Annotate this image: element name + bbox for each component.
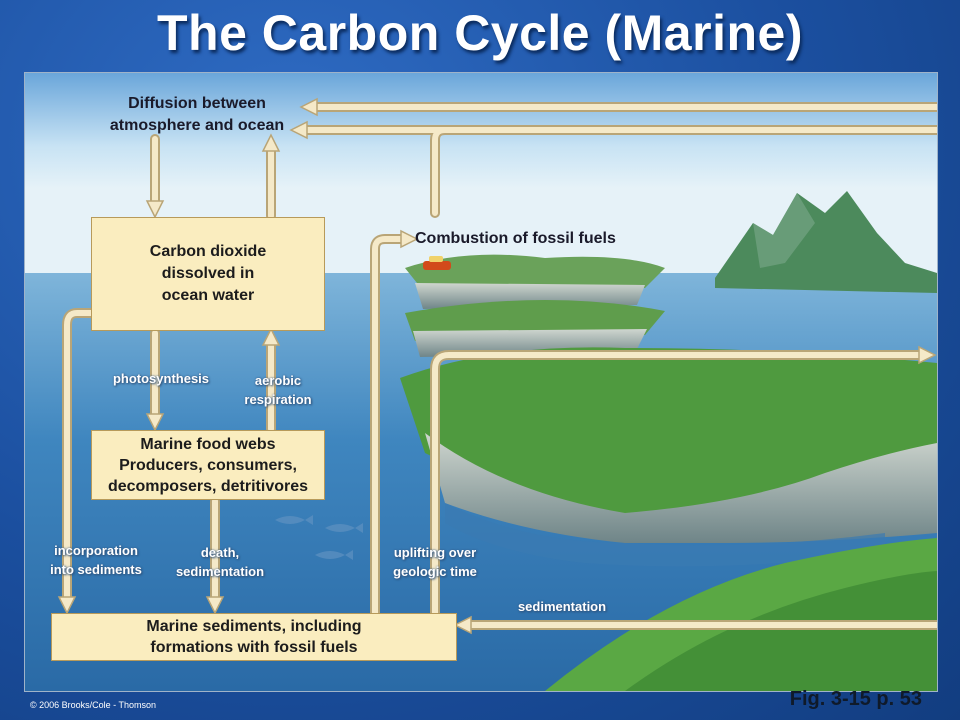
- mountain-island: [715, 191, 937, 293]
- scene-illustration: [25, 73, 937, 691]
- slide-title: The Carbon Cycle (Marine): [157, 5, 803, 61]
- plateau-island: [400, 347, 937, 523]
- marine-sediments-box: Marine sediments, including formations w…: [51, 613, 457, 661]
- aerobic-respiration-label: aerobic respiration: [244, 373, 312, 407]
- sedimentation-label: sedimentation: [517, 599, 607, 614]
- diffusion-label: Diffusion between atmosphere and ocean: [109, 95, 285, 134]
- marine-food-webs-text: Marine food webs Producers, consumers, d…: [107, 435, 309, 495]
- copyright-credit: © 2006 Brooks/Cole - Thomson: [30, 700, 157, 710]
- fish: [275, 515, 313, 525]
- figure-reference: Fig. 3-15 p. 53: [789, 688, 922, 710]
- combustion-label: Combustion of fossil fuels: [415, 230, 616, 247]
- arrows: [62, 102, 937, 630]
- marine-food-webs-box: Marine food webs Producers, consumers, d…: [91, 430, 325, 500]
- car: [423, 261, 451, 270]
- co2-dissolved-text: Carbon dioxide dissolved in ocean water: [149, 243, 267, 304]
- uplifting-label: uplifting over geologic time: [393, 545, 477, 579]
- far-island: [405, 254, 665, 293]
- photosynthesis-label: photosynthesis: [112, 371, 210, 386]
- death-sedimentation-label: death, sedimentation: [175, 545, 265, 579]
- incorporation-label: incorporation into sediments: [50, 543, 142, 577]
- figure-panel: Carbon dioxide dissolved in ocean water …: [24, 72, 938, 692]
- marine-sediments-text: Marine sediments, including formations w…: [146, 618, 362, 656]
- cliff-face: [425, 433, 937, 543]
- co2-dissolved-box: Carbon dioxide dissolved in ocean water: [91, 217, 325, 331]
- arrowheads: [57, 97, 937, 635]
